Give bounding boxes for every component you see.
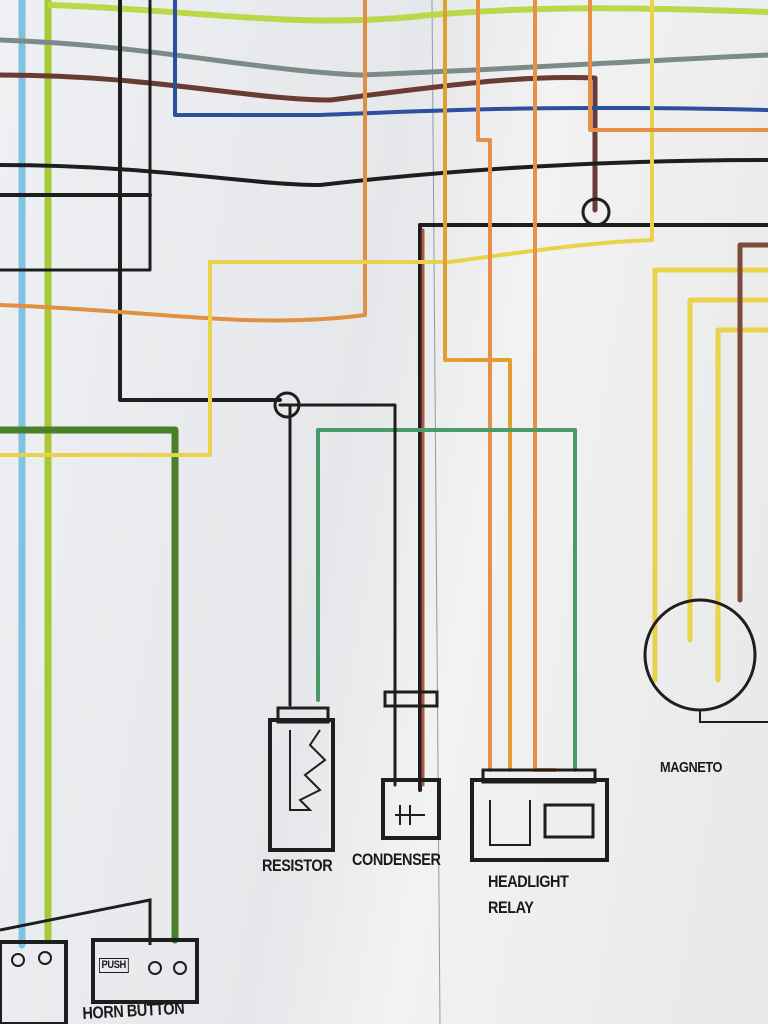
page-fold bbox=[431, 0, 441, 1024]
condenser-label: CONDENSER bbox=[352, 850, 441, 869]
wire-lime-top bbox=[47, 2, 768, 24]
magneto-label: MAGNETO bbox=[660, 759, 722, 776]
wire-orange-2 bbox=[476, 0, 492, 772]
wire-brown-black bbox=[0, 72, 598, 213]
ground-wire bbox=[699, 710, 768, 723]
wire-black-3 bbox=[0, 0, 152, 272]
wire-yellow-m3 bbox=[715, 327, 768, 683]
condenser-symbol bbox=[381, 690, 441, 840]
junction bbox=[581, 197, 611, 227]
horn-button-symbol[interactable] bbox=[91, 938, 199, 1004]
magneto-symbol bbox=[643, 598, 757, 712]
wire-black-resistor bbox=[278, 403, 397, 787]
headlight-relay-symbol bbox=[470, 768, 609, 862]
resistor-symbol bbox=[268, 706, 335, 852]
wire-yellow-1 bbox=[0, 0, 654, 457]
push-label: PUSH bbox=[99, 958, 129, 973]
wire-orange-3 bbox=[533, 0, 557, 772]
wire-orange-4 bbox=[588, 0, 768, 132]
wire-blue bbox=[173, 0, 768, 117]
wire-green-blue bbox=[316, 428, 577, 772]
headlight-relay-label-1: HEADLIGHT bbox=[488, 872, 569, 891]
wire-dark-green bbox=[0, 426, 179, 944]
junction bbox=[273, 391, 301, 419]
wire-orange-1 bbox=[0, 0, 367, 323]
wire-yellow-m2 bbox=[687, 297, 768, 643]
left-switch-box bbox=[0, 898, 152, 1024]
wire-yellow-m1 bbox=[652, 267, 768, 683]
wire-yellow-orange bbox=[443, 0, 512, 772]
wire-black-2 bbox=[0, 0, 282, 402]
wire-black-1 bbox=[0, 158, 768, 187]
wire-brown-m bbox=[737, 242, 768, 603]
resistor-label: RESISTOR bbox=[262, 856, 333, 875]
headlight-relay-label-2: RELAY bbox=[488, 898, 534, 917]
